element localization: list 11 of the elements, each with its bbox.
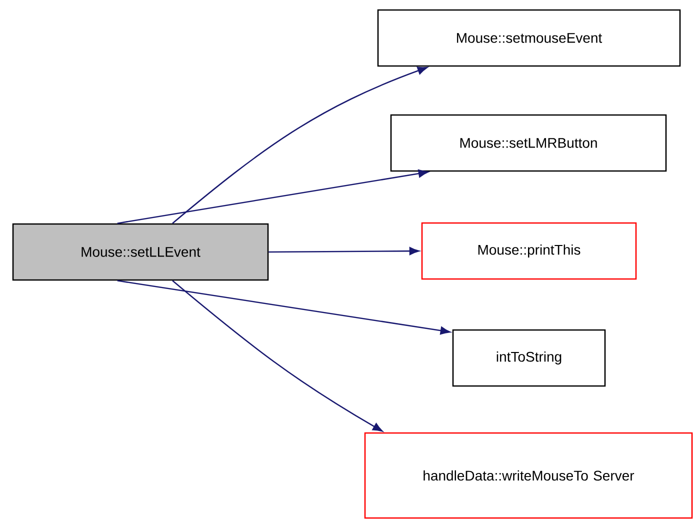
arrow [117, 170, 428, 224]
function-box: Mouse::printThis [421, 222, 637, 280]
arrow [172, 66, 428, 224]
arrow [117, 280, 450, 335]
function-box: Mouse::setLLEvent [12, 223, 269, 281]
function-box: handleData::writeMouseTo Server [364, 432, 693, 519]
function-box: Mouse::setmouseEvent [377, 9, 681, 67]
function-box: Mouse::setLMRButton [390, 114, 667, 172]
function-box: intToString [452, 329, 606, 387]
arrow [172, 280, 383, 432]
arrow [268, 247, 420, 256]
